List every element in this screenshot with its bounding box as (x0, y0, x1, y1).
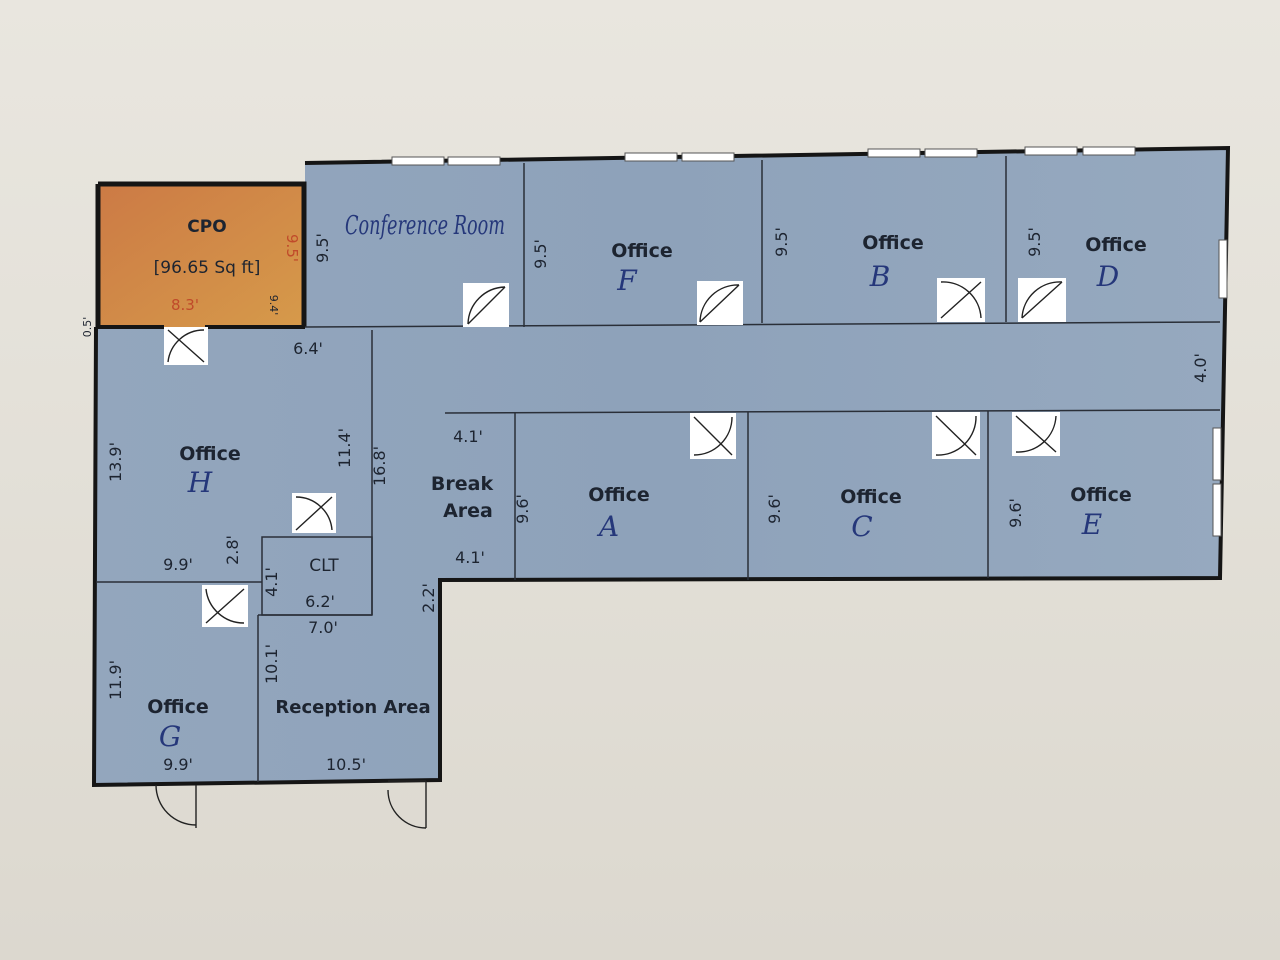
office-h-top: 6.4' (293, 339, 323, 358)
door-office-a (690, 413, 736, 459)
reception-step: 2.2' (419, 583, 438, 613)
office-b-letter: B (869, 260, 891, 293)
door-conference (463, 283, 509, 327)
office-a-height: 9.6' (513, 494, 532, 524)
reception-width: 10.5' (326, 755, 366, 774)
door-office-b (937, 278, 985, 322)
door-exterior-reception (387, 780, 427, 829)
office-g-width: 9.9' (163, 755, 193, 774)
reception-label: Reception Area (275, 697, 430, 718)
door-office-h-inner (292, 493, 336, 533)
cpo-side: 9.4' (267, 295, 280, 316)
office-g-letter: G (159, 720, 181, 753)
cpo-room (98, 184, 304, 327)
doors (155, 278, 1066, 829)
hall-width: 4.0' (1191, 353, 1210, 383)
door-office-e (1012, 412, 1060, 456)
office-d-label: Office (1085, 234, 1147, 256)
break-label-2: Area (443, 500, 493, 522)
office-f-letter: F (616, 264, 638, 297)
outer-wall (91, 145, 1231, 788)
cpo-height: 9.5' (283, 234, 301, 262)
break-height: 16.8' (370, 446, 389, 486)
reception-top: 7.0' (308, 618, 338, 637)
office-h-bottom: 9.9' (163, 555, 193, 574)
office-h-right: 11.4' (335, 428, 354, 468)
office-b-height: 9.5' (772, 227, 791, 257)
office-h-jog: 2.8' (223, 535, 242, 565)
office-f-label: Office (611, 240, 673, 262)
office-f-height: 9.5' (531, 239, 550, 269)
office-a-letter: A (596, 510, 619, 543)
clt-label: CLT (309, 556, 339, 576)
clt-height: 4.1' (262, 567, 281, 597)
office-c-height: 9.6' (765, 494, 784, 524)
cpo-wall: 0.5' (81, 317, 94, 338)
door-office-c (932, 412, 980, 459)
cpo-title: CPO (187, 217, 226, 237)
door-exterior-g (155, 784, 197, 828)
office-c-letter: C (851, 510, 872, 543)
windows (391, 146, 1228, 537)
office-h-label: Office (179, 443, 241, 465)
office-d-letter: D (1096, 260, 1119, 293)
office-c-label: Office (840, 486, 902, 508)
office-g-label: Office (147, 696, 209, 718)
office-e-height: 9.6' (1006, 498, 1025, 528)
break-label-1: Break (431, 473, 494, 495)
clt-width: 6.2' (305, 592, 335, 611)
reception-height: 10.1' (262, 644, 281, 684)
office-d-height: 9.5' (1025, 227, 1044, 257)
cpo-width: 8.3' (171, 296, 199, 314)
door-office-g (202, 585, 248, 627)
door-office-f (697, 281, 743, 325)
conference-handwritten: Conference Room (345, 211, 505, 241)
office-e-letter: E (1081, 508, 1102, 541)
office-h-letter: H (187, 466, 213, 499)
door-office-d (1018, 278, 1066, 322)
office-a-label: Office (588, 484, 650, 506)
cpo-area: [96.65 Sq ft] (154, 258, 261, 278)
office-e-label: Office (1070, 484, 1132, 506)
office-b-label: Office (862, 232, 924, 254)
break-top: 4.1' (453, 427, 483, 446)
break-bottom: 4.1' (455, 548, 485, 567)
door-office-h (164, 327, 208, 365)
conference-height: 9.5' (313, 233, 332, 263)
office-g-height: 11.9' (106, 660, 125, 700)
office-h-left: 13.9' (106, 442, 125, 482)
